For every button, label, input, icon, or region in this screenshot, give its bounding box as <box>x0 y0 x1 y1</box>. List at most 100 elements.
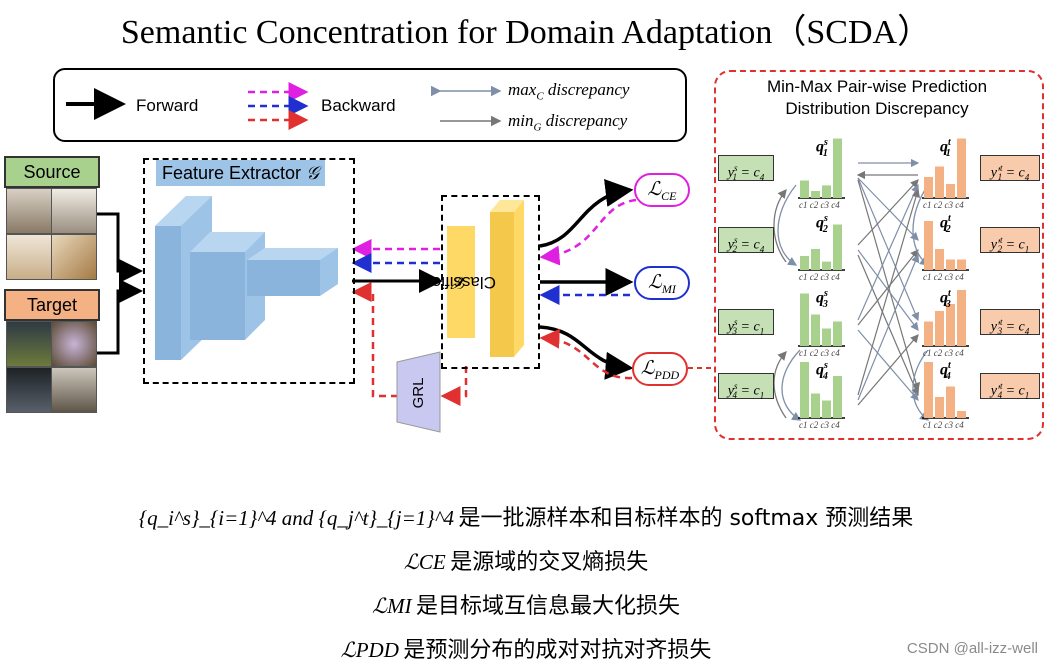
target-bar-3-c2 <box>935 311 944 346</box>
caption-line-2: ℒCE 是源域的交叉熵损失 <box>0 544 1052 576</box>
caption-line-1: {q_i^s}_{i=1}^4 and {q_j^t}_{j=1}^4 是一批源… <box>0 500 1052 532</box>
source-bar-3-c4 <box>833 321 842 346</box>
target-bar-2-c2 <box>935 249 944 270</box>
source-bar-4-c4 <box>833 376 842 418</box>
target-label-4: y′t4 = c1 <box>980 373 1040 400</box>
legend-max-label: maxC discrepancy <box>508 80 630 103</box>
source-tick-labels-4: c1 c2 c3 c4 <box>799 420 840 430</box>
caption-math-4: ℒPDD <box>340 638 399 662</box>
legend-backward-label: Backward <box>321 96 396 115</box>
target-bar-1-c1 <box>924 177 933 198</box>
loss-ce: ℒCE <box>634 173 690 207</box>
target-image-4 <box>51 367 97 413</box>
target-label-2: y′t2 = c1 <box>980 227 1040 254</box>
legend-forward-label: Forward <box>136 96 199 115</box>
target-bar-2-c1 <box>924 221 933 270</box>
target-image-2 <box>51 321 97 367</box>
source-bar-3-c3 <box>822 328 831 346</box>
source-image-1 <box>6 188 52 234</box>
pairwise-discrepancy-arrows <box>856 158 921 406</box>
caption-text-2: 是源域的交叉熵损失 <box>450 550 649 575</box>
source-bar-4-c1 <box>800 362 809 418</box>
source-label-1: ys1 = c4 <box>718 155 774 182</box>
caption-line-3: ℒMI 是目标域互信息最大化损失 <box>0 588 1052 620</box>
target-bar-4-c1 <box>924 362 933 418</box>
caption-text-3: 是目标域互信息最大化损失 <box>416 594 681 619</box>
target-tick-labels-2: c1 c2 c3 c4 <box>923 272 964 282</box>
target-tick-labels-3: c1 c2 c3 c4 <box>923 348 964 358</box>
source-tick-labels-2: c1 c2 c3 c4 <box>799 272 840 282</box>
target-image-3 <box>6 367 52 413</box>
caption-math-2: ℒCE <box>403 550 446 574</box>
classifier-label: Classifier 𝒞 <box>426 226 496 338</box>
caption-text-4: 是预测分布的成对对抗对齐损失 <box>403 638 712 663</box>
page-title: Semantic Concentration for Domain Adapta… <box>120 14 932 51</box>
source-bar-3-c1 <box>800 293 809 346</box>
feature-extractor-label: Feature Extractor 𝒢 <box>156 160 325 186</box>
target-bar-3-c1 <box>924 321 933 346</box>
source-bar-1-c3 <box>822 185 831 198</box>
target-to-fe-arrow <box>97 279 143 355</box>
source-label-3: ys3 = c1 <box>718 309 774 336</box>
target-bar-2-c3 <box>946 259 955 270</box>
ce-backward-arrow <box>539 198 637 266</box>
target-bar-3-c4 <box>957 290 966 346</box>
source-bar-2-c3 <box>822 261 831 270</box>
classifier-network <box>490 200 524 357</box>
source-bar-1-c1 <box>800 180 809 198</box>
target-bar-2-c4 <box>957 259 966 270</box>
pdd-panel <box>714 70 1044 440</box>
source-bar-4-c3 <box>822 400 831 418</box>
grl-block <box>396 351 441 433</box>
target-bar-1-c4 <box>957 138 966 198</box>
source-image-4 <box>51 234 97 280</box>
loss-pdd: ℒPDD <box>632 352 688 386</box>
source-image-3 <box>6 234 52 280</box>
watermark: CSDN @all-izz-well <box>906 640 1038 657</box>
source-domain-label: Source <box>4 156 100 188</box>
feature-extractor-box <box>143 158 355 384</box>
source-tick-labels-3: c1 c2 c3 c4 <box>799 348 840 358</box>
caption-math-3: ℒMI <box>371 594 412 618</box>
legend-min-label: minG discrepancy <box>508 111 628 134</box>
classifier-to-ce-arrow <box>539 179 634 248</box>
target-label-1: y′t1 = c4 <box>980 155 1040 182</box>
target-image-1 <box>6 321 52 367</box>
loss-mi: ℒMI <box>634 266 690 300</box>
q-target-2: qt2 <box>940 213 951 235</box>
grl-backward-path-out <box>351 282 398 398</box>
q-target-4: qt4 <box>940 360 951 382</box>
target-bar-4-c2 <box>935 397 944 418</box>
caption-math-1: {q_i^s}_{i=1}^4 and {q_j^t}_{j=1}^4 <box>138 506 455 530</box>
target-bar-3-c3 <box>946 304 955 346</box>
target-tick-labels-4: c1 c2 c3 c4 <box>923 420 964 430</box>
feature-extractor-network <box>155 196 338 360</box>
source-bar-2-c4 <box>833 224 842 270</box>
q-source-3: qs3 <box>816 288 828 310</box>
target-tick-labels-1: c1 c2 c3 c4 <box>923 200 964 210</box>
source-to-fe-arrow <box>97 212 143 283</box>
within-domain-curves <box>773 184 930 421</box>
target-label-3: y′t3 = c4 <box>980 309 1040 336</box>
source-bar-1-c4 <box>833 138 842 198</box>
legend-box <box>53 68 687 142</box>
pdd-backward-arrow <box>539 328 633 380</box>
caption-text-1: 是一批源样本和目标样本的 softmax 预测结果 <box>458 506 914 531</box>
q-source-4: qs4 <box>816 360 828 382</box>
classifier-box <box>441 195 540 369</box>
source-bar-2-c2 <box>811 249 820 270</box>
q-source-1: qs1 <box>816 137 828 159</box>
target-bar-4-c3 <box>946 386 955 418</box>
source-bar-2-c1 <box>800 256 809 270</box>
prediction-bar-charts: c1 c2 c3 c4 c1 c2 c3 c4 c1 c2 c3 c4 c1 c2 c… <box>798 138 969 430</box>
q-target-3: qt3 <box>940 288 951 310</box>
source-tick-labels-1: c1 c2 c3 c4 <box>799 200 840 210</box>
target-bar-4-c4 <box>957 411 966 418</box>
grl-label: GRL <box>410 377 427 409</box>
source-bar-3-c2 <box>811 314 820 346</box>
classifier-to-pdd-arrow <box>539 325 634 380</box>
q-source-2: qs2 <box>816 213 828 235</box>
target-bar-1-c3 <box>946 184 955 198</box>
